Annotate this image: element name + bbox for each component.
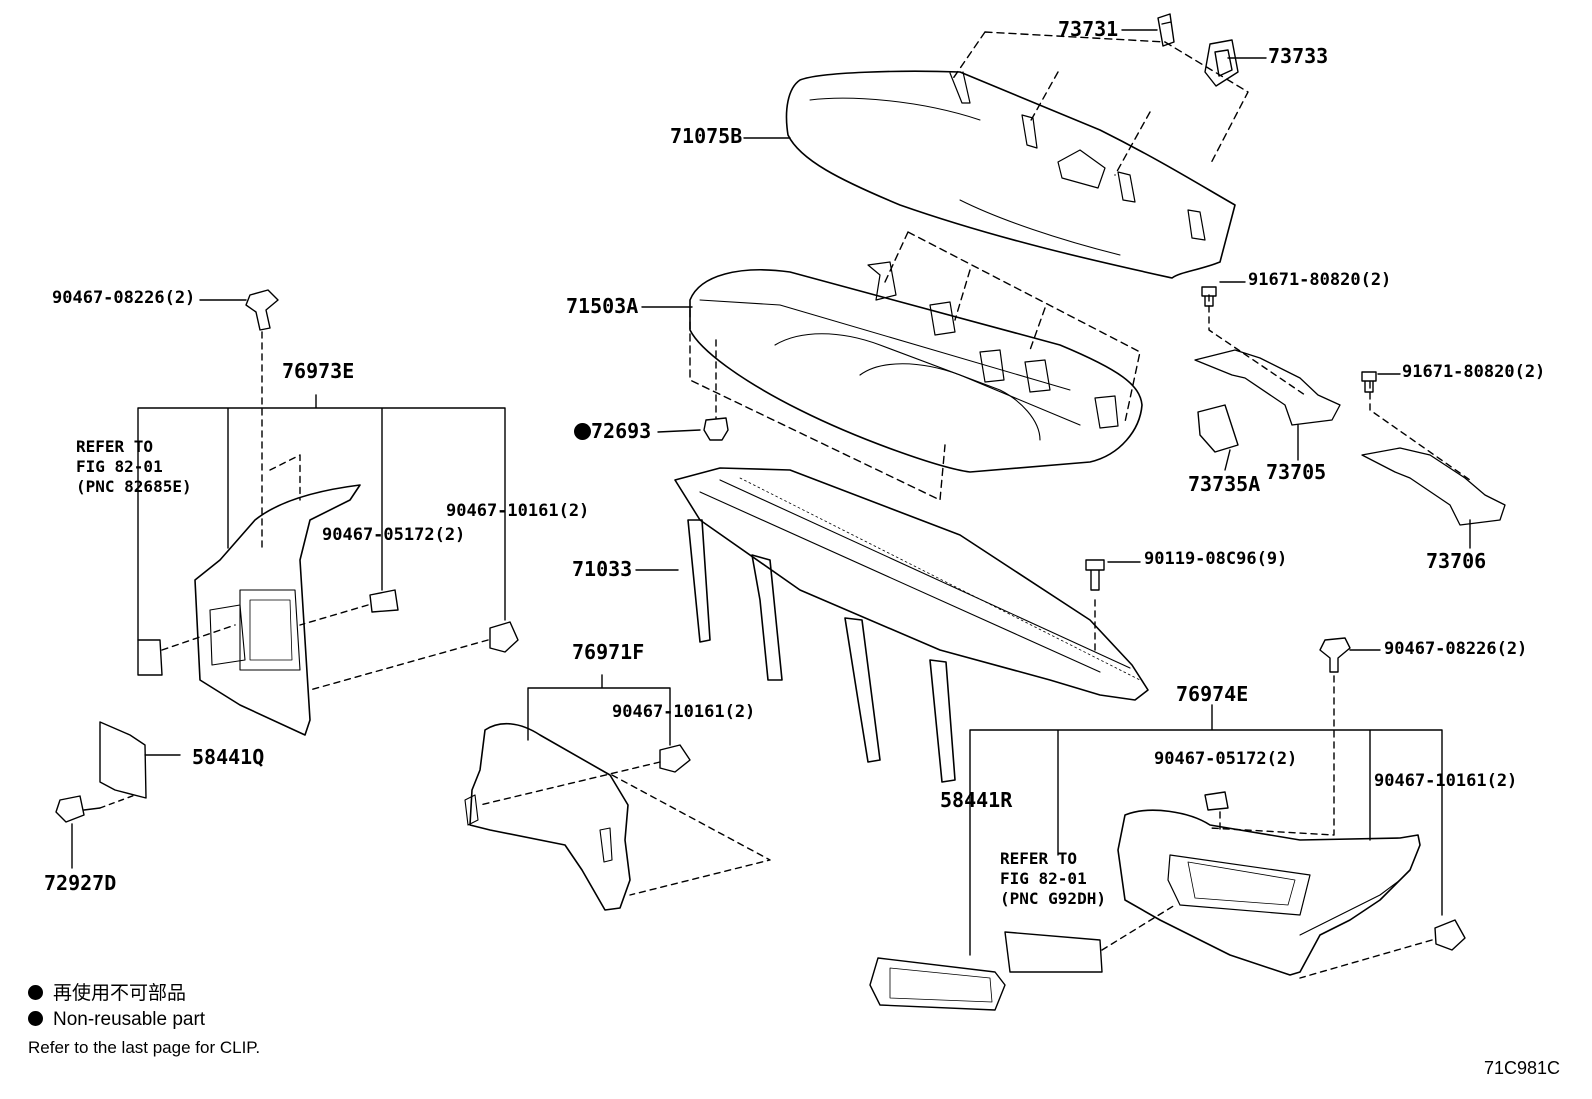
- label-90467-05172-left: 90467-05172(2): [322, 525, 466, 545]
- seat-frame: [674, 467, 1149, 783]
- label-76973e: 76973E: [282, 359, 355, 383]
- right-side-trim: [1117, 809, 1421, 976]
- label-90467-08226-right: 90467-08226(2): [1384, 639, 1528, 659]
- label-71075b: 71075B: [670, 124, 743, 148]
- left-side-trim: [194, 454, 361, 736]
- label-90467-10161-center: 90467-10161(2): [612, 702, 756, 722]
- label-73705: 73705: [1266, 460, 1327, 484]
- non-reusable-dot-icon: [28, 985, 43, 1000]
- label-73731: 73731: [1058, 17, 1119, 41]
- label-73735a: 73735A: [1188, 472, 1261, 496]
- label-76971f: 76971F: [572, 640, 645, 664]
- legend-japanese: 再使用不可部品: [28, 984, 186, 1003]
- label-91671-80820-a: 91671-80820(2): [1248, 270, 1392, 290]
- refer-note-left: REFER TO FIG 82-01 (PNC 82685E): [76, 437, 192, 496]
- clip-note: Refer to the last page for CLIP.: [28, 1038, 261, 1057]
- label-71033: 71033: [572, 557, 633, 581]
- label-73706: 73706: [1426, 549, 1487, 573]
- seat-cushion: [689, 261, 1143, 473]
- label-58441q: 58441Q: [192, 745, 265, 769]
- label-90467-10161-right: 90467-10161(2): [1374, 771, 1518, 791]
- seat-back-cushion: [785, 70, 1236, 279]
- label-58441r: 58441R: [940, 788, 1013, 812]
- label-76974e: 76974E: [1176, 682, 1249, 706]
- label-91671-80820-b: 91671-80820(2): [1402, 362, 1546, 382]
- non-reusable-dot-icon: [28, 1011, 43, 1026]
- legend-english: Non-reusable part: [28, 1010, 205, 1029]
- label-90467-10161-left: 90467-10161(2): [446, 501, 590, 521]
- label-90119-08c96: 90119-08C96(9): [1144, 549, 1288, 569]
- center-side-panel: [464, 722, 631, 911]
- label-72927d: 72927D: [44, 871, 117, 895]
- non-reusable-dot-icon: [574, 423, 591, 440]
- refer-note-right: REFER TO FIG 82-01 (PNC G92DH): [1000, 849, 1106, 908]
- label-72693: 72693: [574, 421, 651, 441]
- label-73733: 73733: [1268, 44, 1329, 68]
- label-71503a: 71503A: [566, 294, 639, 318]
- label-90467-05172-right: 90467-05172(2): [1154, 749, 1298, 769]
- figure-code: 71C981C: [1484, 1058, 1561, 1078]
- label-90467-08226-left: 90467-08226(2): [52, 288, 196, 308]
